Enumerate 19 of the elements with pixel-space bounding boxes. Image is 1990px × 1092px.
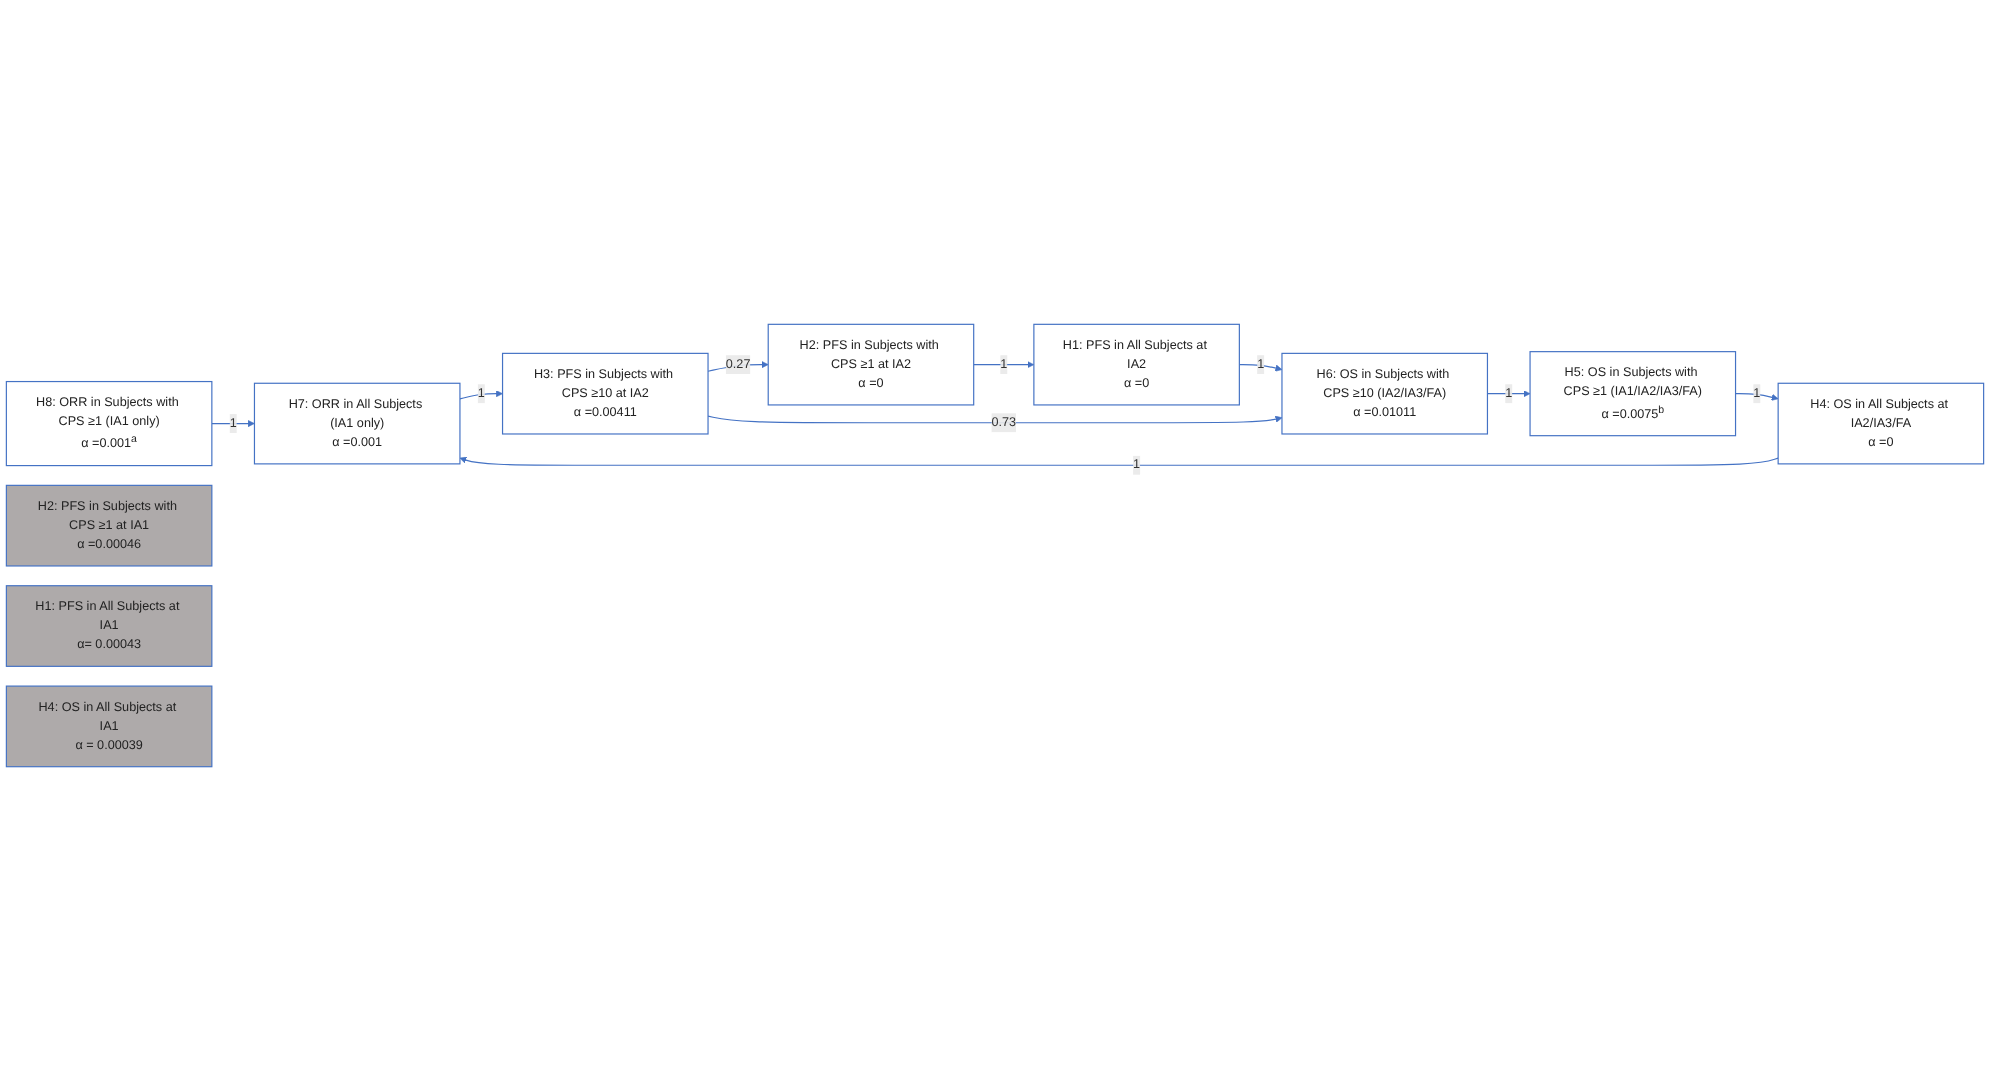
arrow	[459, 457, 1779, 467]
arrow	[707, 416, 1283, 424]
node-box	[1529, 351, 1737, 437]
node-box	[5, 381, 213, 467]
node-box	[1281, 353, 1489, 436]
node-box	[1033, 324, 1240, 406]
node-box	[5, 485, 213, 568]
node-box	[501, 353, 709, 436]
node-box	[253, 383, 461, 465]
arrow	[1238, 364, 1283, 373]
arrow	[1734, 393, 1779, 402]
node-box	[1777, 383, 1985, 465]
arrow	[973, 361, 1035, 369]
arrow	[1486, 390, 1531, 398]
node-box	[5, 685, 213, 768]
arrow	[459, 390, 503, 400]
arrow	[211, 420, 255, 428]
node-box	[767, 324, 975, 406]
node-box	[5, 585, 213, 668]
